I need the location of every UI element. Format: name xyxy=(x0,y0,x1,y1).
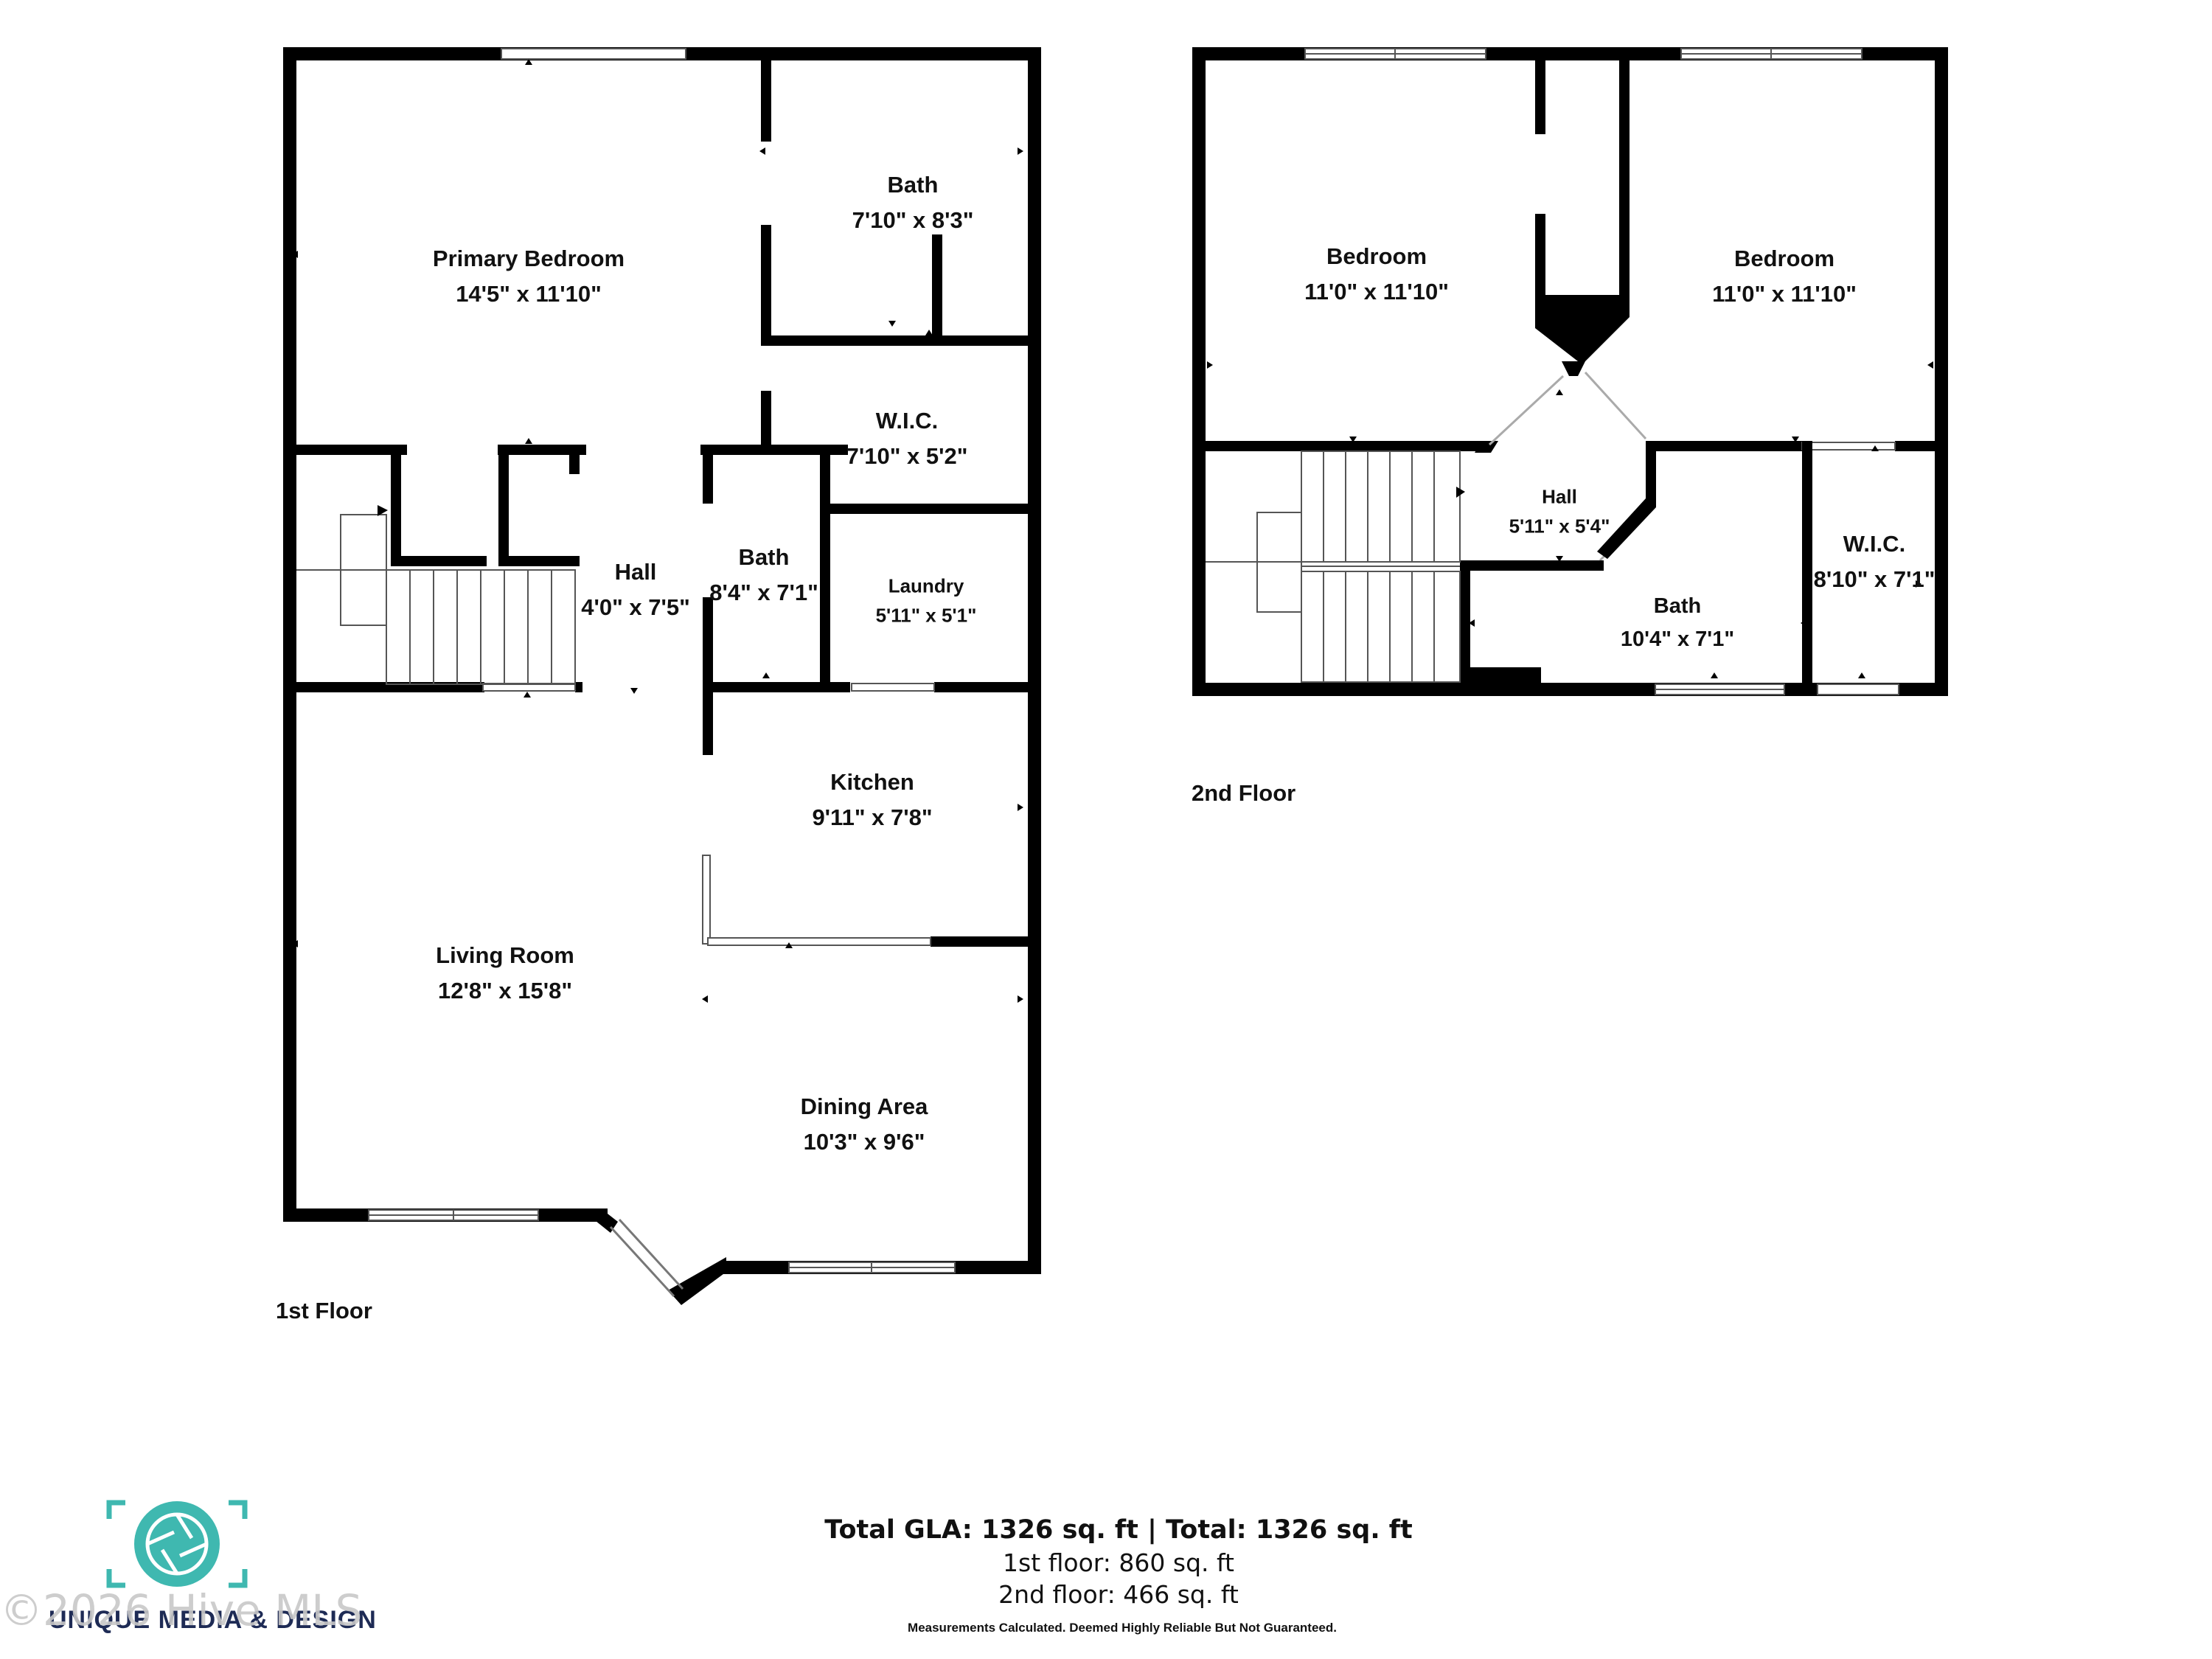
room-label-wic-2: W.I.C. 8'10" x 7'1" xyxy=(1814,526,1935,597)
room-name: Primary Bedroom xyxy=(432,245,625,271)
room-name: W.I.C. xyxy=(875,407,939,434)
room-name: Hall xyxy=(614,558,657,585)
room-name: Laundry xyxy=(888,574,964,597)
room-name: Hall xyxy=(1542,485,1577,508)
room-label-bath-2: Bath 10'4" x 7'1" xyxy=(1621,590,1734,656)
room-dimensions: 9'11" x 7'8" xyxy=(812,804,933,830)
floor-label-second: 2nd Floor xyxy=(1192,780,1296,806)
room-label-bath-1a: Bath 7'10" x 8'3" xyxy=(852,167,974,238)
logo-brand-name: UNIQUE MEDIA & DESIGN xyxy=(49,1606,377,1634)
room-label-living-room: Living Room 12'8" x 15'8" xyxy=(436,938,574,1009)
room-label-laundry: Laundry 5'11" x 5'1" xyxy=(876,571,977,631)
second-floor-area: 2nd floor: 466 sq. ft xyxy=(998,1580,1239,1610)
watermark-text: ©2026 Hive MLS xyxy=(0,1585,363,1635)
first-floor-plan xyxy=(283,47,1041,1305)
room-dimensions: 7'10" x 8'3" xyxy=(852,207,974,233)
floor-label-first: 1st Floor xyxy=(276,1298,372,1324)
room-label-hall-2: Hall 5'11" x 5'4" xyxy=(1509,482,1610,542)
second-floor-plan xyxy=(1192,47,1948,696)
room-name: Bedroom xyxy=(1733,245,1835,271)
camera-aperture-icon xyxy=(106,1500,248,1588)
room-dimensions: 5'11" x 5'4" xyxy=(1509,515,1610,538)
room-label-wic-1: W.I.C. 7'10" x 5'2" xyxy=(846,403,968,474)
room-label-dining-area: Dining Area 10'3" x 9'6" xyxy=(801,1089,928,1160)
room-name: Dining Area xyxy=(800,1093,928,1119)
room-dimensions: 14'5" x 11'10" xyxy=(456,281,602,307)
measurement-disclaimer: Measurements Calculated. Deemed Highly R… xyxy=(908,1621,1337,1635)
room-dimensions: 10'4" x 7'1" xyxy=(1620,627,1735,651)
room-name: Bath xyxy=(887,171,939,198)
room-label-bedroom-2b: Bedroom 11'0" x 11'10" xyxy=(1712,241,1857,312)
room-dimensions: 11'0" x 11'10" xyxy=(1712,281,1857,307)
room-name: Living Room xyxy=(436,942,574,968)
room-name: W.I.C. xyxy=(1843,530,1906,557)
total-gla: Total GLA: 1326 sq. ft | Total: 1326 sq.… xyxy=(824,1515,1413,1545)
room-name: Bedroom xyxy=(1326,243,1427,269)
room-dimensions: 12'8" x 15'8" xyxy=(437,978,573,1004)
room-dimensions: 4'0" x 7'5" xyxy=(581,594,690,620)
room-name: Kitchen xyxy=(830,768,914,795)
room-name: Bath xyxy=(1653,594,1702,619)
room-label-hall-1: Hall 4'0" x 7'5" xyxy=(581,554,690,625)
room-dimensions: 11'0" x 11'10" xyxy=(1304,279,1449,305)
room-label-primary-bedroom: Primary Bedroom 14'5" x 11'10" xyxy=(433,241,625,312)
area-totals: Total GLA: 1326 sq. ft | Total: 1326 sq.… xyxy=(824,1513,1413,1611)
company-logo: UNIQUE MEDIA & DESIGN ©2026 Hive MLS xyxy=(0,1497,376,1644)
room-dimensions: 8'10" x 7'1" xyxy=(1813,566,1935,592)
room-label-kitchen: Kitchen 9'11" x 7'8" xyxy=(812,765,932,835)
room-dimensions: 10'3" x 9'6" xyxy=(803,1129,925,1155)
room-dimensions: 7'10" x 5'2" xyxy=(846,443,968,469)
room-label-bedroom-2a: Bedroom 11'0" x 11'10" xyxy=(1304,239,1449,310)
room-label-bath-1b: Bath 8'4" x 7'1" xyxy=(709,540,818,611)
room-dimensions: 8'4" x 7'1" xyxy=(709,580,818,605)
first-floor-area: 1st floor: 860 sq. ft xyxy=(1003,1548,1234,1578)
room-dimensions: 5'11" x 5'1" xyxy=(875,605,977,627)
room-name: Bath xyxy=(738,543,790,570)
